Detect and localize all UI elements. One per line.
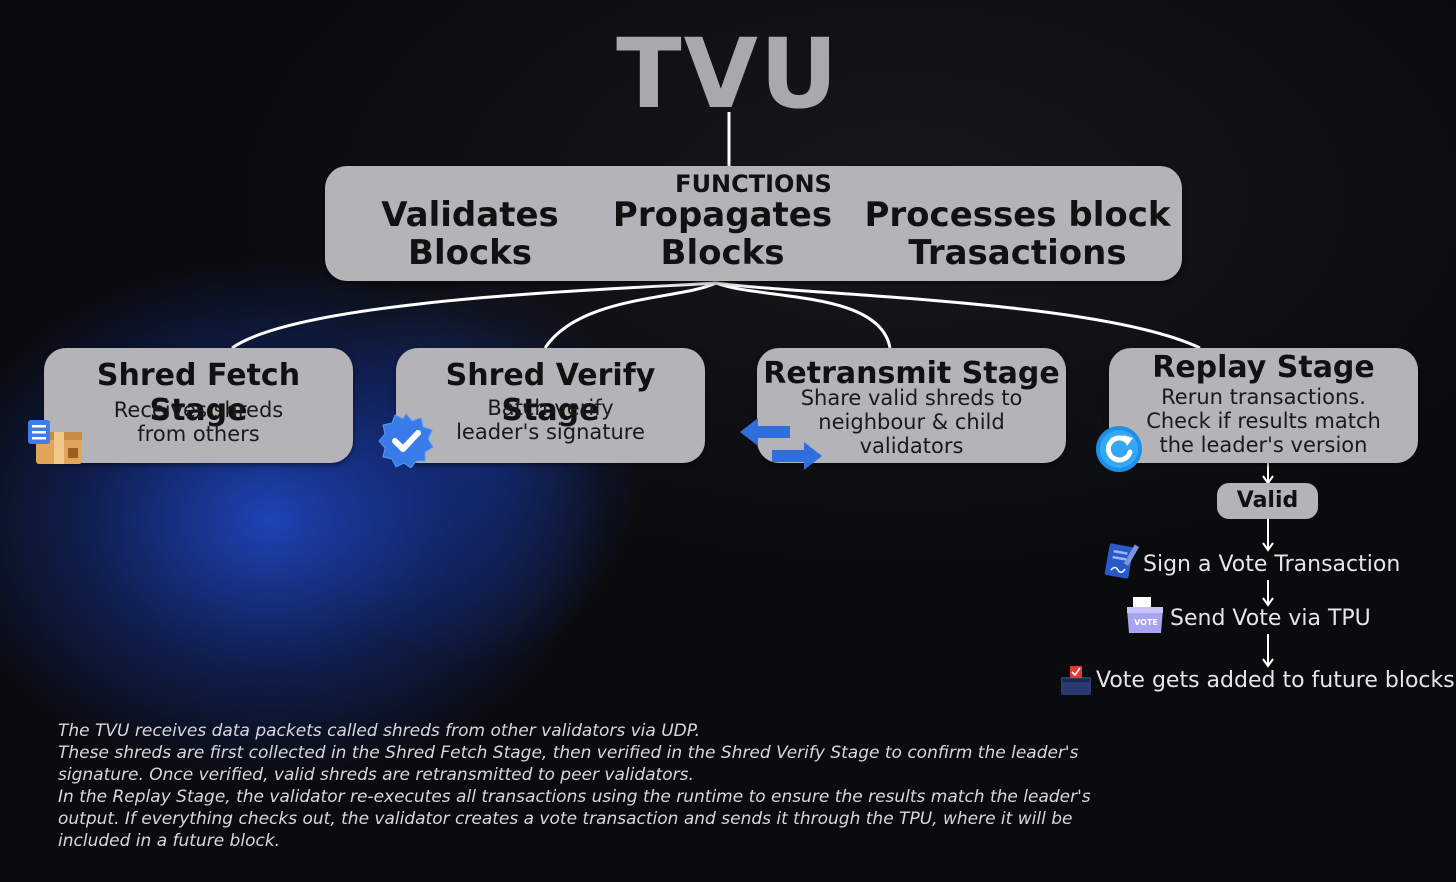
- stage-replay: Replay Stage Rerun transactions. Check i…: [1109, 348, 1418, 463]
- caption-line-2: These shreds are first collected in the …: [58, 743, 1079, 785]
- stage-desc-line3: the leader's version: [1159, 433, 1368, 457]
- caption-line-1: The TVU receives data packets called shr…: [58, 721, 701, 741]
- function-processes-line2: Trasactions: [908, 233, 1127, 273]
- stage-title: Retransmit Stage: [763, 356, 1060, 391]
- caption-line-3: In the Replay Stage, the validator re-ex…: [58, 787, 1091, 851]
- step-send-vote: Send Vote via TPU: [1170, 606, 1371, 631]
- connector-retransmit: [715, 281, 892, 349]
- function-propagates-line1: Propagates: [612, 195, 833, 235]
- function-validates: Validates Blocks: [345, 196, 595, 272]
- functions-box: FUNCTIONS Validates Blocks Propagates Bl…: [325, 166, 1182, 281]
- stage-desc-line2: Check if results match: [1146, 409, 1381, 433]
- stage-desc-line1: Receives shreds: [113, 398, 284, 422]
- step-vote-added: Vote gets added to future blocks: [1096, 668, 1455, 693]
- connector-replay: [715, 281, 1201, 350]
- stage-title: Replay Stage: [1152, 350, 1375, 385]
- refresh-icon: [1096, 426, 1142, 472]
- ballot-box-text: VOTE: [1134, 618, 1158, 627]
- connector-fetch: [231, 281, 717, 350]
- stage-desc-line2: leader's signature: [456, 420, 645, 444]
- stage-desc-line1: Batch verify: [487, 396, 614, 420]
- function-processes: Processes block Trasactions: [860, 196, 1175, 272]
- function-propagates: Propagates Blocks: [600, 196, 845, 272]
- function-processes-line1: Processes block: [864, 195, 1171, 235]
- stage-shred-verify: Shred Verify Stage Batch verify leader's…: [396, 348, 705, 463]
- function-propagates-line2: Blocks: [660, 233, 785, 273]
- stage-desc-line3: validators: [859, 434, 964, 458]
- verified-badge-icon: [378, 413, 434, 468]
- stage-title: Shred Fetch Stage: [96, 358, 301, 428]
- swap-arrows-icon: [740, 418, 822, 470]
- diagram-title: TVU: [616, 18, 840, 130]
- ballot-drop-icon: [1061, 666, 1091, 695]
- stage-desc-line2: neighbour & child: [818, 410, 1005, 434]
- explanation-caption: The TVU receives data packets called shr…: [58, 720, 1128, 852]
- stage-retransmit: Retransmit Stage Share valid shreds to n…: [757, 348, 1066, 463]
- ballot-box-icon: VOTE: [1127, 597, 1163, 633]
- package-icon: [28, 420, 82, 464]
- function-validates-line1: Validates: [381, 195, 559, 235]
- functions-heading: FUNCTIONS: [675, 170, 832, 198]
- stage-desc-line2: from others: [137, 422, 260, 446]
- step-sign-vote: Sign a Vote Transaction: [1143, 552, 1401, 577]
- valid-label: Valid: [1217, 483, 1318, 519]
- stage-title: Shred Verify Stage: [445, 358, 656, 428]
- stage-desc-line1: Rerun transactions.: [1161, 385, 1366, 409]
- document-sign-icon: [1104, 543, 1140, 579]
- stage-shred-fetch: Shred Fetch Stage Receives shreds from o…: [44, 348, 353, 463]
- function-validates-line2: Blocks: [408, 233, 532, 273]
- connector-verify: [543, 281, 717, 349]
- stage-desc-line1: Share valid shreds to: [800, 386, 1023, 410]
